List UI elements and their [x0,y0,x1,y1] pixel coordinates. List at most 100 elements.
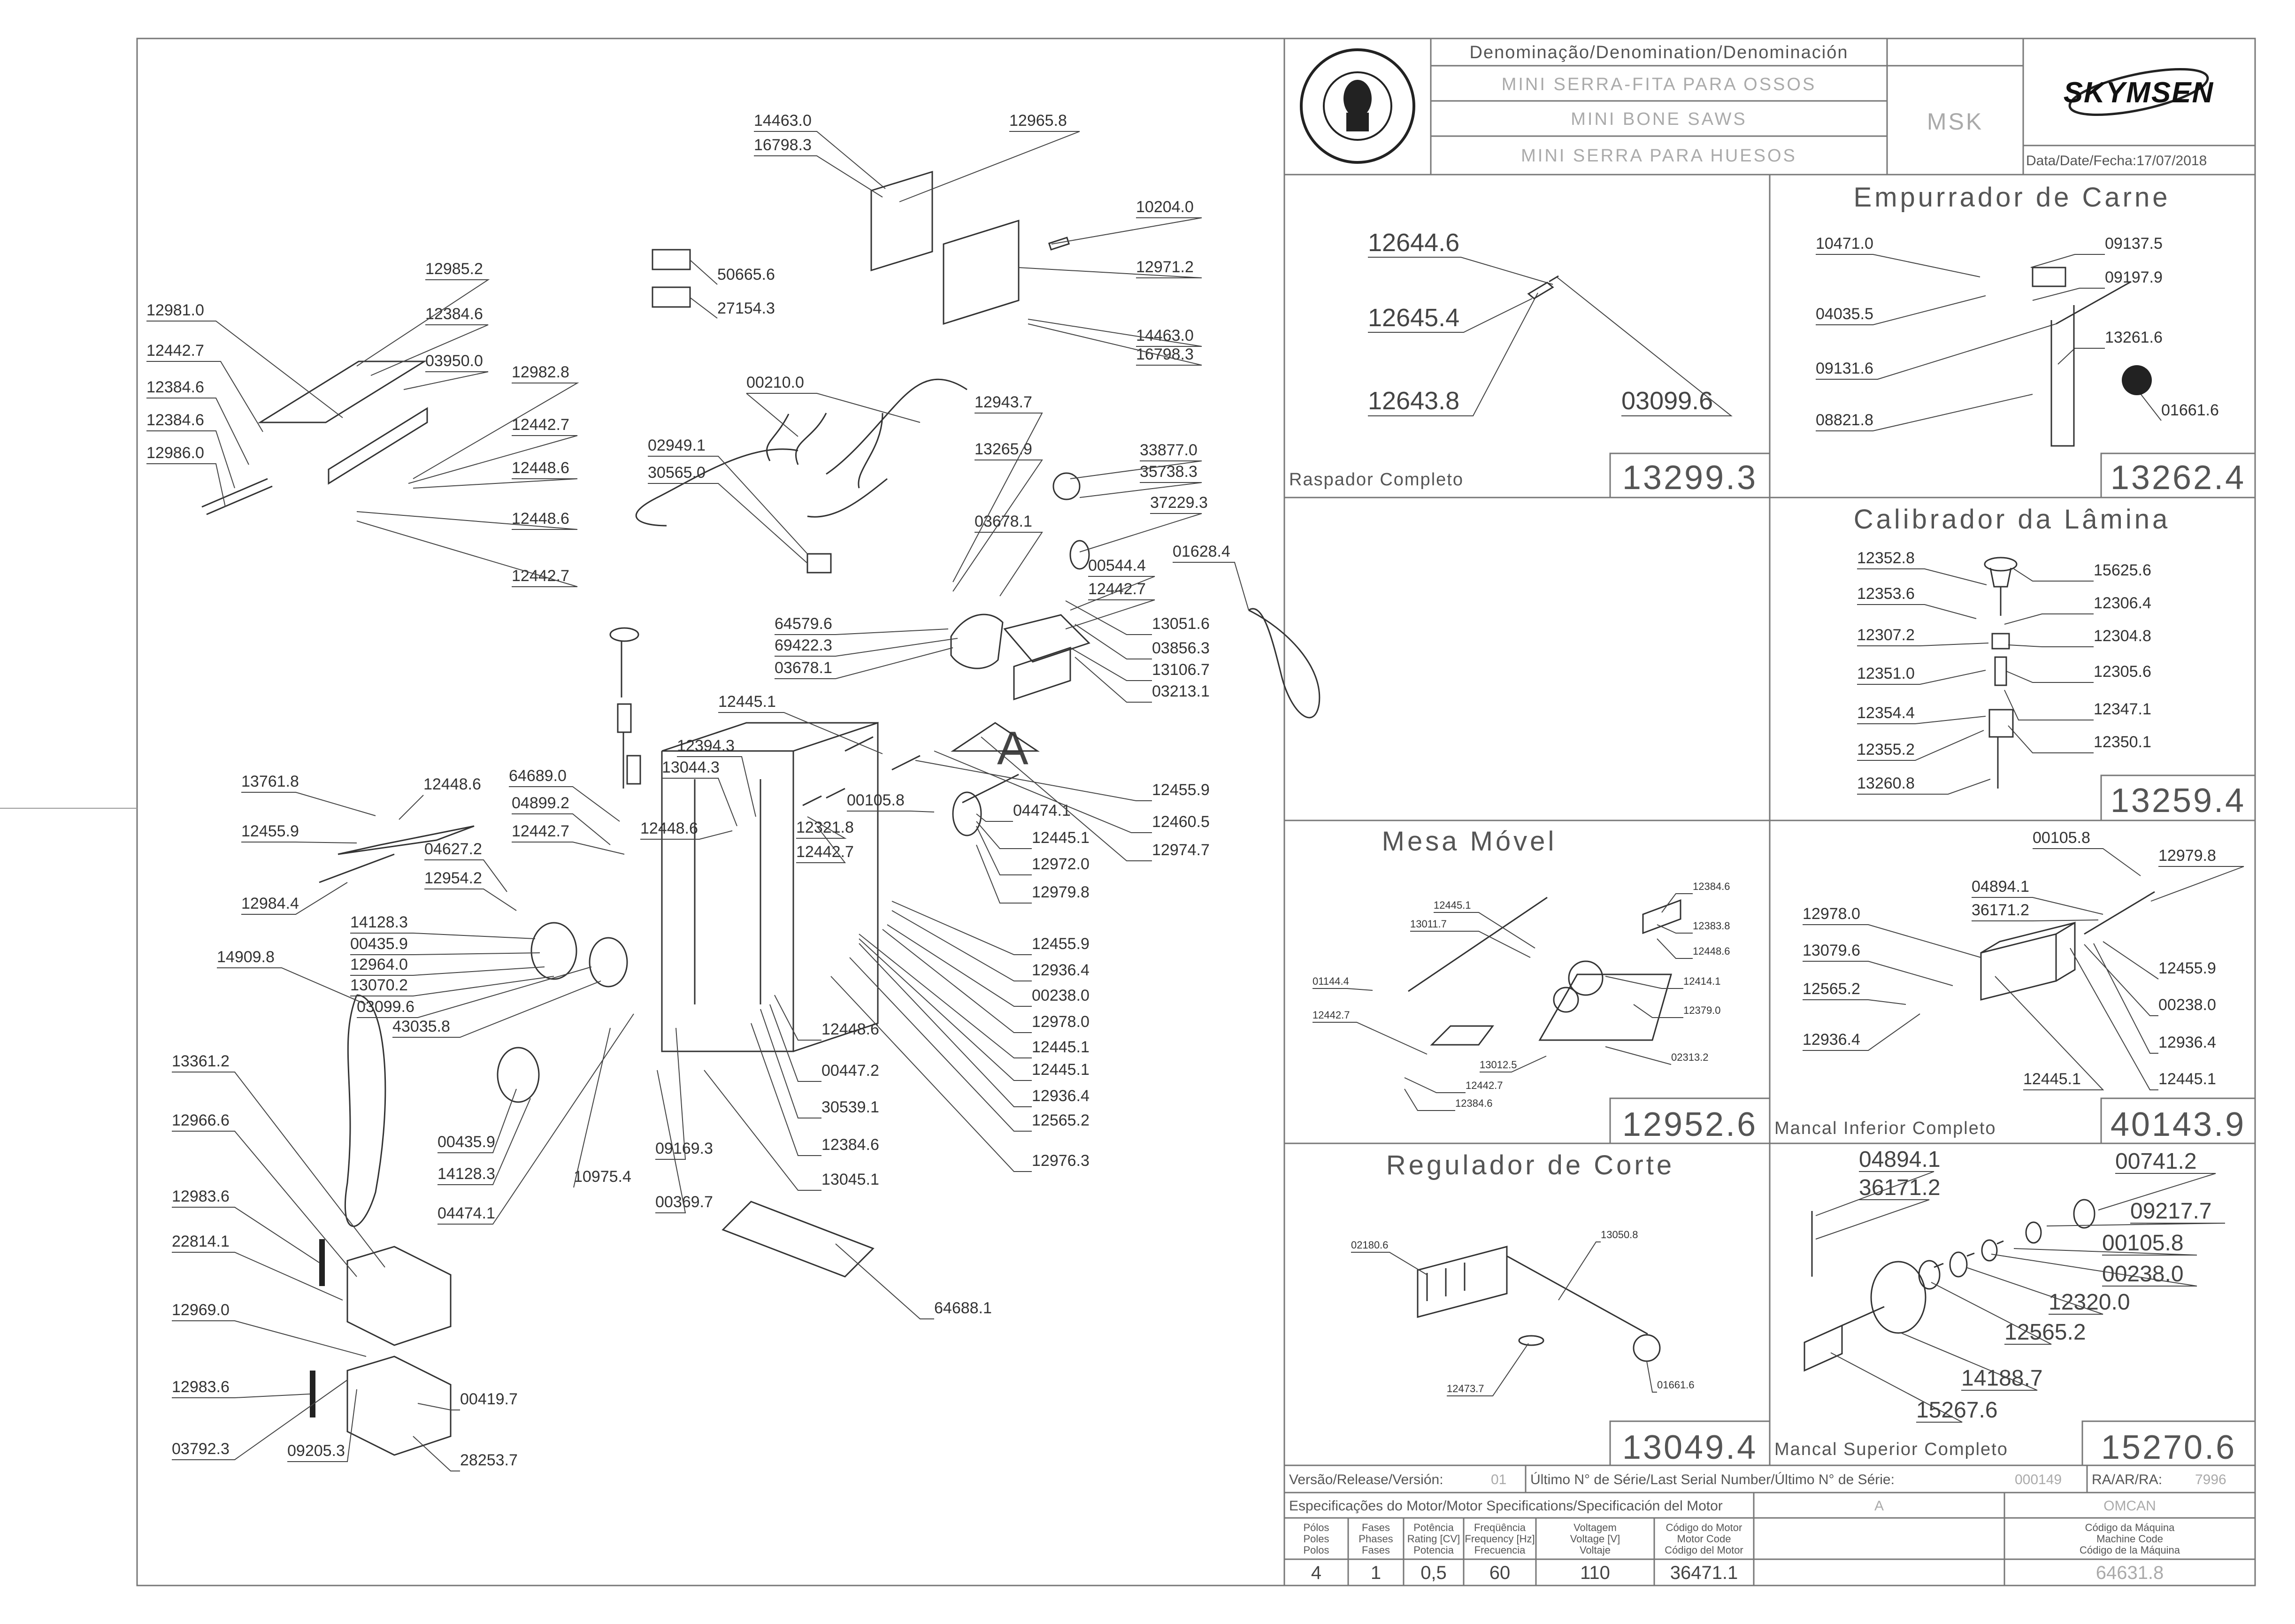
part-label: 12565.2 [1032,1111,1090,1129]
panel-raspador-completo: Raspador Completo 13299.3 12644.6 12645.… [1289,229,1756,497]
part-label: 13051.6 [1152,615,1210,633]
svg-text:Rating [CV]: Rating [CV] [1407,1533,1460,1545]
name-es: MINI SERRA PARA HUESOS [1521,146,1797,166]
part-label: 12351.0 [1857,665,1915,682]
motor-spec-label: Especificações do Motor/Motor Specificat… [1289,1498,1723,1514]
part-label: 12965.8 [1009,112,1067,130]
part-label: 13106.7 [1152,661,1210,679]
part-label: 12448.6 [1693,945,1730,957]
part-label: 12645.4 [1368,304,1459,332]
part-label: 12442.7 [1313,1009,1350,1021]
base-housing: 13361.2 12966.6 12983.6 22814.1 12969.0 … [172,1052,518,1471]
part-label: 02180.6 [1351,1239,1389,1251]
serial-value: 000149 [2015,1472,2062,1487]
svg-text:Potencia: Potencia [1413,1544,1454,1556]
svg-text:SKYMSEN: SKYMSEN [2064,77,2214,109]
svg-text:Código do Motor: Código do Motor [1666,1522,1742,1533]
part-label: 12306.4 [2094,594,2151,612]
part-label: 12985.2 [425,260,483,278]
part-label: 12350.1 [2094,733,2151,751]
mancal-sup-title: Mancal Superior Completo [1774,1440,2008,1459]
serial-label: Último N° de Série/Last Serial Number/Úl… [1530,1472,1895,1487]
motor-col-omcan: OMCAN [2103,1498,2156,1514]
empurrador-title: Empurrador de Carne [1854,182,2171,213]
calibrador-code: 13259.4 [2111,782,2246,820]
part-label: 01661.6 [2161,401,2219,419]
name-pt: MINI SERRA-FITA PARA OSSOS [1502,75,1817,94]
part-label: 03678.1 [975,513,1032,530]
part-label: 12384.6 [821,1136,879,1154]
version-value: 01 [1491,1472,1506,1487]
part-label: 12347.1 [2094,700,2151,718]
warning-labels: 50665.6 27154.3 [652,249,775,319]
part-label: 12974.7 [1152,841,1210,859]
part-label: 12983.6 [172,1378,230,1396]
part-label: 16798.3 [754,136,812,154]
part-label: 02949.1 [648,437,706,454]
part-label: 09197.9 [2105,268,2163,286]
part-label: 01144.4 [1313,975,1349,987]
part-label: 00419.7 [460,1390,518,1408]
callout-a: A [997,722,1029,774]
svg-text:Voltagem: Voltagem [1573,1522,1617,1533]
part-label: 13261.6 [2105,329,2163,346]
part-label: 12445.1 [1032,1061,1090,1079]
mancal-sup-code: 15270.6 [2101,1429,2236,1466]
part-label: 27154.3 [717,299,775,317]
part-label: 10975.4 [574,1168,631,1186]
svg-text:64631.8: 64631.8 [2096,1563,2164,1583]
svg-text:Machine Code: Machine Code [2096,1533,2163,1545]
part-label: 00105.8 [847,791,905,809]
part-label: 13260.8 [1857,774,1915,792]
svg-text:Phases: Phases [1359,1533,1393,1545]
part-label: 03856.3 [1152,639,1210,657]
part-label: 12354.4 [1857,704,1915,722]
svg-text:Pólos: Pólos [1303,1522,1329,1533]
part-label: 12321.8 [796,819,854,836]
part-label: 13045.1 [821,1171,879,1188]
empurrador-code: 13262.4 [2111,459,2246,497]
part-label: 12352.8 [1857,549,1915,567]
part-label: 04899.2 [512,794,569,812]
part-label: 30565.0 [648,464,706,482]
svg-text:1: 1 [1371,1563,1381,1583]
svg-text:Voltage [V]: Voltage [V] [1570,1533,1620,1545]
part-label: 12448.6 [821,1020,879,1038]
part-label: 12982.8 [512,363,569,381]
mesa-title: Mesa Móvel [1382,826,1557,857]
part-label: 10471.0 [1816,235,1873,253]
part-label: 12384.6 [425,305,483,323]
ra-label: RA/AR/RA: [2092,1472,2162,1487]
part-label: 03792.3 [172,1440,230,1458]
part-label: 09131.6 [1816,360,1873,377]
brand-logo: SKYMSEN [2064,68,2214,116]
part-label: 12460.5 [1152,813,1210,831]
part-label: 00741.2 [2115,1149,2197,1174]
authorized-service-seal [1300,48,1415,164]
part-label: 12394.3 [677,737,735,755]
part-label: 00238.0 [1032,987,1090,1004]
part-label: 04627.2 [424,840,482,858]
ra-value: 7996 [2195,1472,2226,1487]
svg-text:Código del Motor: Código del Motor [1665,1544,1743,1556]
electrical-harness: A 00210.0 12943.7 02949.1 13265.9 30565.… [635,374,1320,774]
part-label: 12936.4 [1803,1031,1860,1049]
svg-text:Frequency [Hz]: Frequency [Hz] [1465,1533,1535,1545]
svg-text:60: 60 [1489,1563,1511,1583]
mancal-inf-code: 40143.9 [2111,1106,2246,1143]
part-label: 64689.0 [509,767,567,785]
version-label: Versão/Release/Versión: [1289,1472,1443,1487]
part-label: 64579.6 [775,615,832,633]
part-label: 13050.8 [1601,1229,1638,1241]
part-label: 12936.4 [2158,1034,2216,1051]
part-label: 03950.0 [425,352,483,370]
svg-text:Voltaje: Voltaje [1580,1544,1611,1556]
part-label: 13361.2 [172,1052,230,1070]
part-label: 12979.8 [1032,883,1090,901]
part-label: 12442.7 [796,843,854,861]
part-label: 12445.1 [1032,1038,1090,1056]
part-label: 37229.3 [1150,494,1208,512]
part-label: 12414.1 [1683,975,1721,987]
part-label: 12455.9 [2158,959,2216,977]
part-label: 12379.0 [1683,1004,1721,1016]
